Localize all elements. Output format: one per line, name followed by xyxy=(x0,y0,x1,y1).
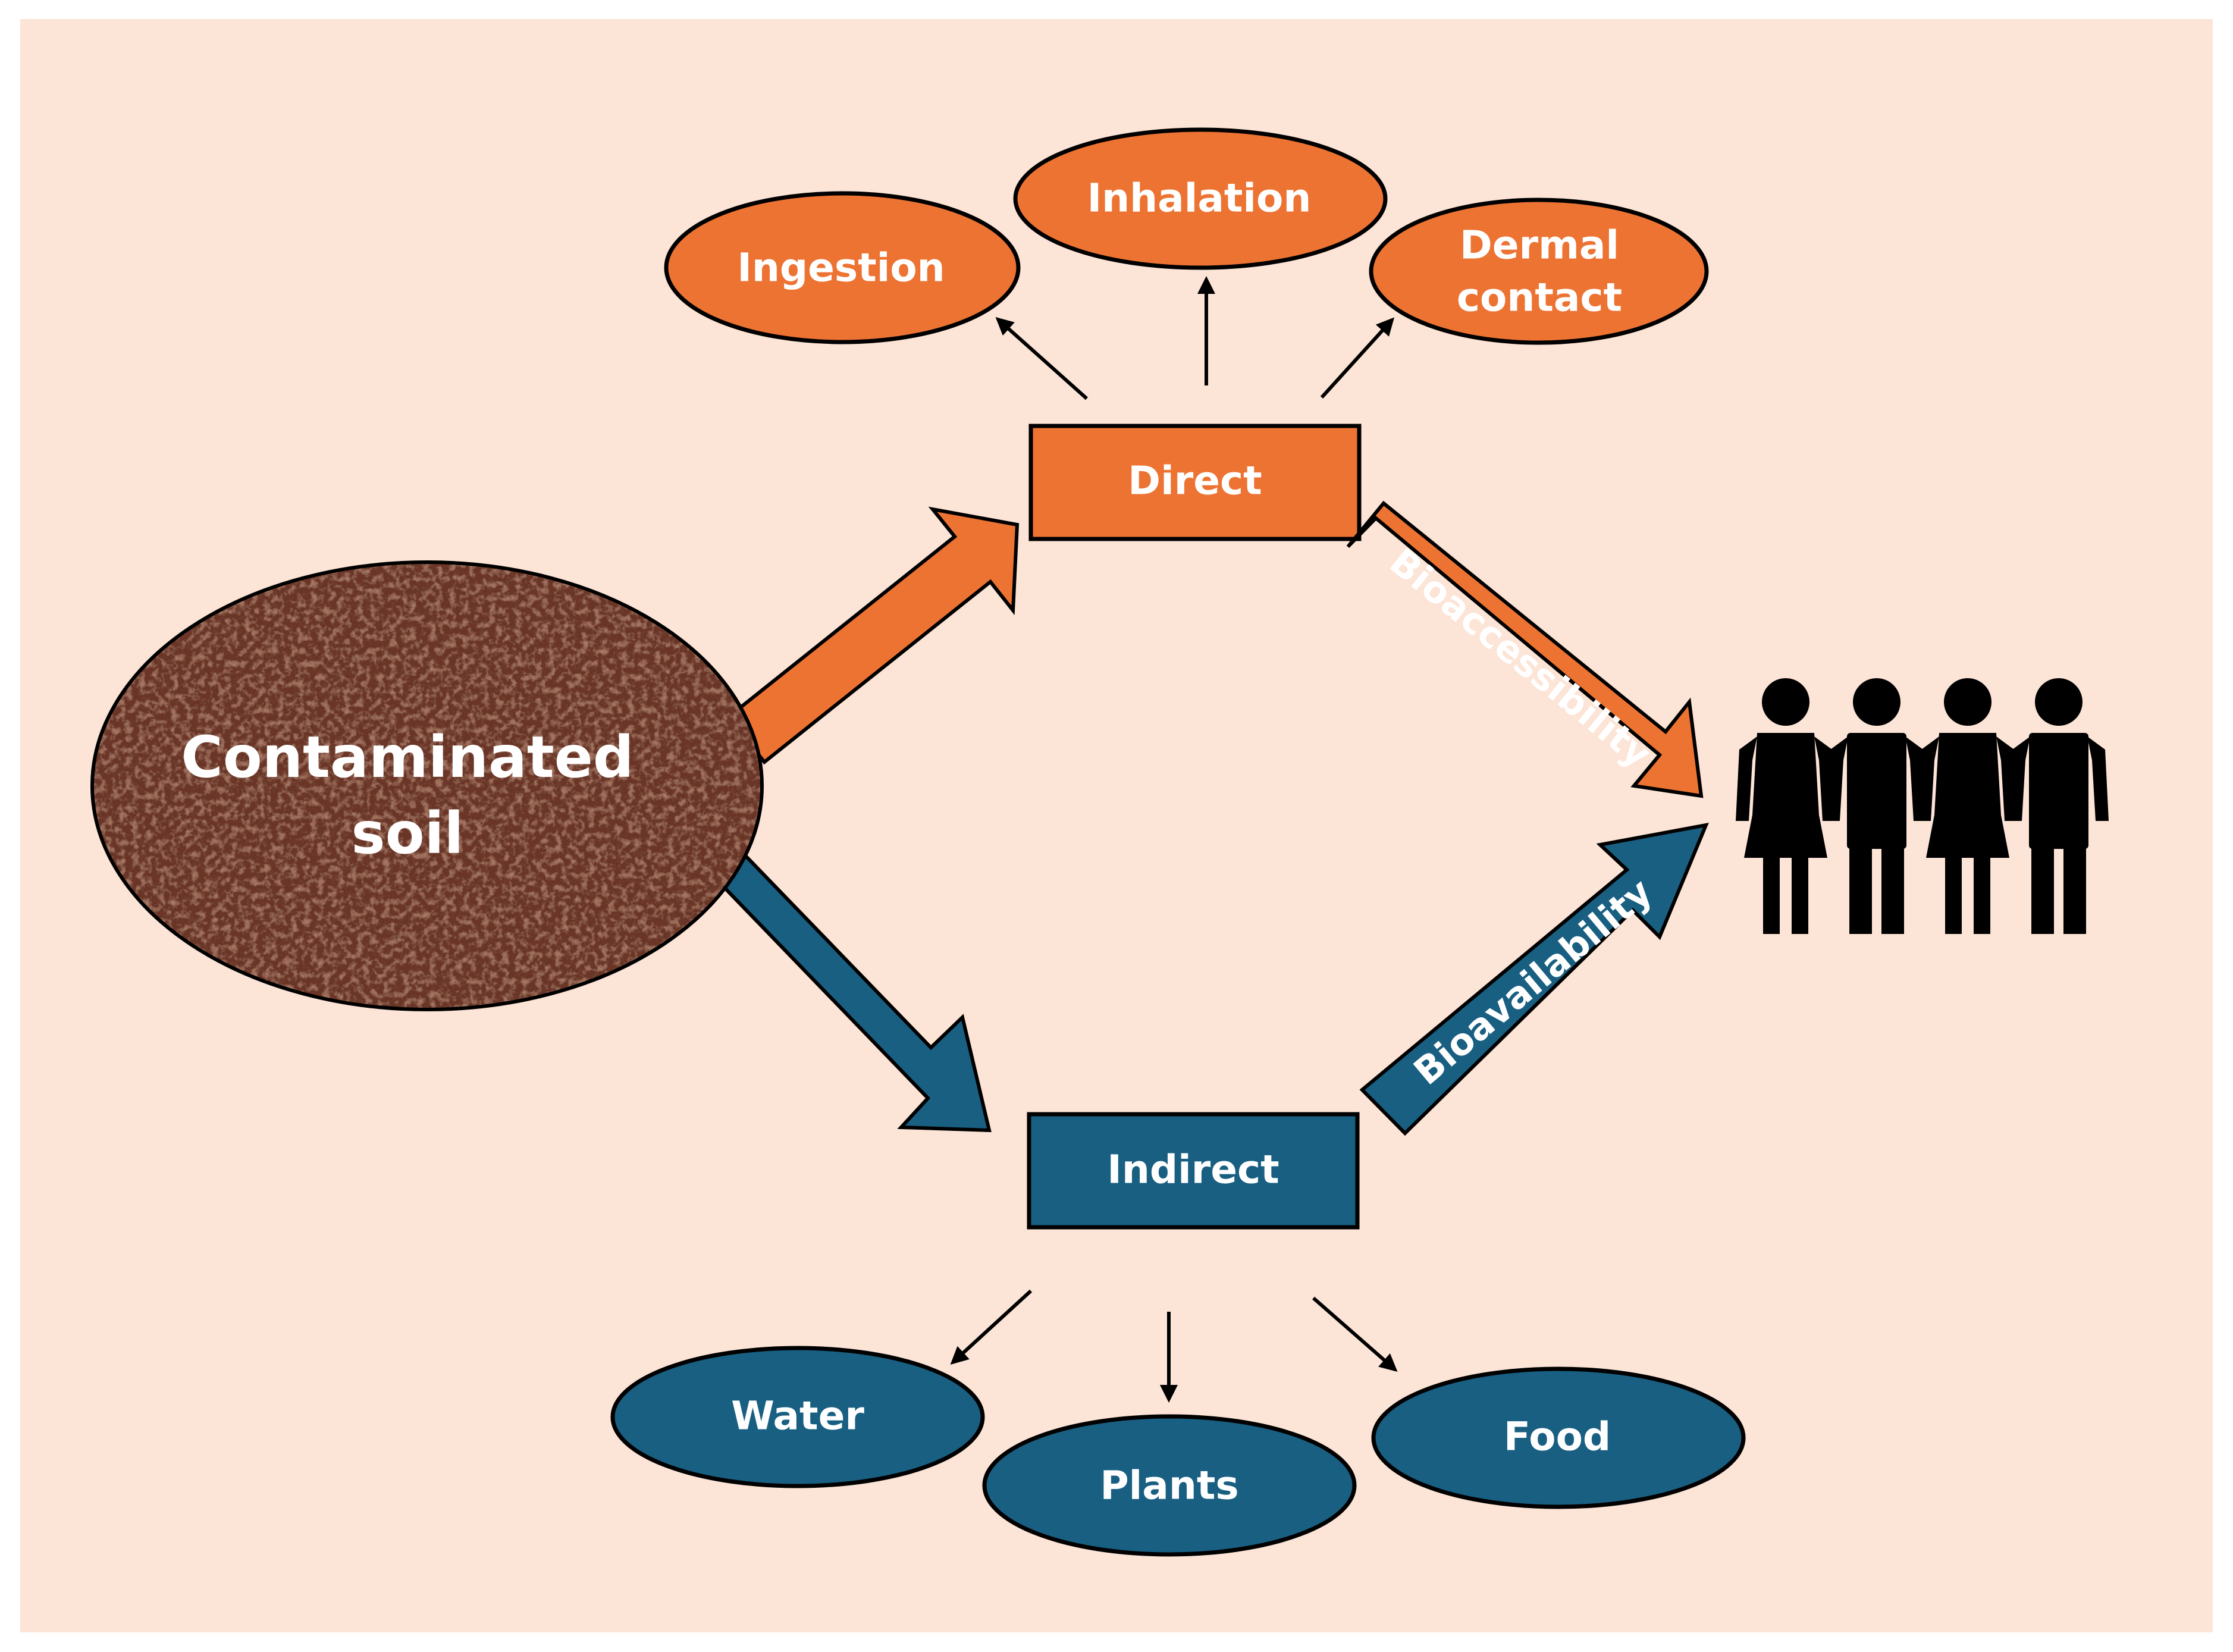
soil-texture xyxy=(92,562,762,1010)
dermal-label-line2: contact xyxy=(1457,275,1622,321)
water-label: Water xyxy=(731,1393,864,1439)
soil-label-line2: soil xyxy=(352,800,464,867)
dermal-label-line1: Dermal xyxy=(1460,222,1619,268)
bioavailability-arrow-shape xyxy=(1359,823,1709,1136)
ingestion-label: Ingestion xyxy=(737,245,945,291)
food-ellipse xyxy=(1371,1366,1746,1509)
contaminated-soil: Contaminated soil xyxy=(90,560,764,1011)
food-label: Food xyxy=(1504,1414,1611,1460)
person-female-icon xyxy=(1736,678,1836,934)
arrow-direct-to-ingestion xyxy=(995,317,1088,400)
direct-box: Direct xyxy=(1028,424,1362,541)
arrow-indirect-to-water xyxy=(950,1289,1033,1365)
route-food: Food xyxy=(1371,1366,1746,1509)
water-ellipse xyxy=(610,1346,985,1488)
plants-label: Plants xyxy=(1100,1463,1238,1509)
inhalation-ellipse xyxy=(1013,127,1388,270)
indirect-label: Indirect xyxy=(1107,1147,1279,1193)
direct-label: Direct xyxy=(1128,458,1262,504)
arrow-indirect-to-food xyxy=(1312,1296,1398,1372)
ingestion-ellipse xyxy=(664,191,1021,344)
inhalation-label: Inhalation xyxy=(1087,175,1312,221)
soil-label-line1: Contaminated xyxy=(181,724,633,791)
arrow-direct-to-dermal xyxy=(1320,317,1395,399)
dermal-contact-ellipse xyxy=(1369,198,1709,345)
bioaccessibility-arrow-shape xyxy=(1346,500,1704,798)
indirect-box: Indirect xyxy=(1027,1112,1360,1230)
person-male-icon xyxy=(2009,678,2109,934)
soil-outline xyxy=(90,560,764,1011)
route-water: Water xyxy=(610,1346,985,1488)
indirect-box-shape xyxy=(1027,1112,1360,1230)
route-dermal-contact: Dermal contact xyxy=(1369,198,1709,345)
route-ingestion: Ingestion xyxy=(664,191,1021,344)
plants-ellipse xyxy=(982,1414,1357,1557)
route-inhalation: Inhalation xyxy=(1013,127,1388,270)
people-group-icon xyxy=(1736,678,2109,934)
arrow-soil-to-direct xyxy=(726,506,1020,765)
route-plants: Plants xyxy=(982,1414,1357,1557)
direct-box-shape xyxy=(1028,424,1362,541)
arrow-soil-to-indirect xyxy=(719,830,992,1133)
